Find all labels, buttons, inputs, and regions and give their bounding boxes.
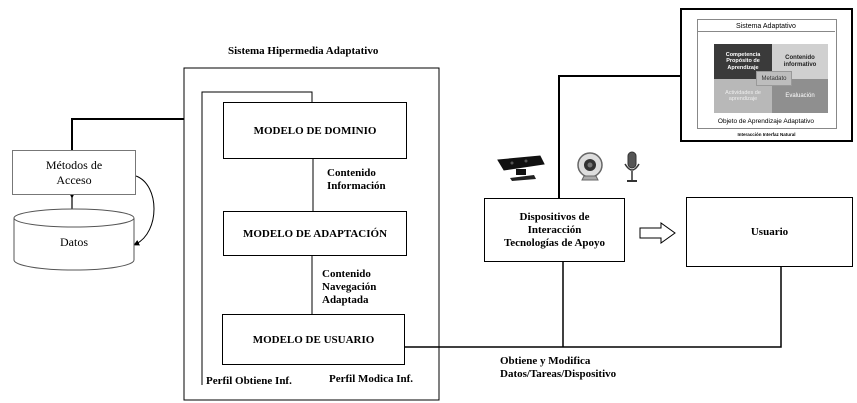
contenido-cell-line1: Contenido — [785, 54, 815, 61]
obtiene-modifica-line2: Datos/Tareas/Dispositivo — [500, 368, 617, 380]
contenido-nav-line1: Contenido — [322, 268, 371, 280]
dispositivos-line1: Dispositivos de — [519, 210, 590, 223]
obtiene-modifica-label: Obtiene y Modifica Datos/Tareas/Disposit… — [500, 355, 616, 381]
metodos-line2: Acceso — [56, 172, 92, 187]
datos-cylinder-icon — [13, 208, 135, 271]
actividades-line1: Actividades de — [725, 89, 761, 96]
dispositivos-box: Dispositivos de Interacción Tecnologías … — [484, 198, 625, 262]
hollow-arrow-right-icon — [639, 222, 676, 244]
usuario-box: Usuario — [686, 197, 853, 267]
contenido-info-line1: Contenido — [327, 167, 376, 179]
inset-title: Sistema Adaptativo — [697, 21, 835, 32]
contenido-nav-label: Contenido Navegación Adaptada — [322, 268, 376, 307]
competencia-line2: Propósito de — [726, 58, 760, 65]
modelo-dominio-box: MODELO DE DOMINIO — [223, 102, 407, 159]
competencia-line3: Aprendizaje — [727, 64, 759, 71]
contenido-info-line2: Información — [327, 180, 386, 192]
sistema-adaptativo-inset: Sistema Adaptativo Competencia Propósito… — [680, 8, 853, 142]
contenido-nav-line3: Adaptada — [322, 294, 369, 306]
contenido-nav-line2: Navegación — [322, 281, 377, 293]
metodos-acceso-box: Métodos de Acceso — [12, 150, 136, 195]
kinect-sensor-icon — [497, 155, 545, 181]
inset-caption: Interacción Interfaz Natural — [737, 132, 796, 137]
actividades-line2: aprendizaje — [728, 96, 758, 102]
modelo-usuario-box: MODELO DE USUARIO — [222, 314, 405, 365]
webcam-icon — [577, 152, 603, 181]
system-title: Sistema Hipermedia Adaptativo — [228, 45, 379, 57]
dispositivos-line3: Tecnologías de Apoyo — [503, 236, 606, 249]
obtiene-modifica-line1: Obtiene y Modifica — [500, 355, 591, 367]
modelo-adaptacion-box: MODELO DE ADAPTACIÓN — [223, 211, 407, 256]
datos-label: Datos — [60, 234, 88, 249]
inset-frame — [697, 19, 837, 129]
contenido-cell-line2: informativo — [783, 61, 817, 68]
perfil-modifica-label: Perfil Modica Inf. — [329, 373, 414, 385]
metodos-line1: Métodos de — [45, 157, 103, 172]
objeto-label: Objeto de Aprendizaje Adaptativo — [717, 117, 815, 125]
competencia-line1: Competencia — [725, 51, 761, 58]
dispositivos-line2: Interacción — [527, 223, 582, 236]
metadato-cell: Metadato — [756, 71, 792, 86]
contenido-info-label: Contenido Información — [327, 167, 386, 193]
microphone-icon — [624, 151, 640, 182]
perfil-obtiene-label: Perfil Obtiene Inf. — [206, 375, 292, 387]
